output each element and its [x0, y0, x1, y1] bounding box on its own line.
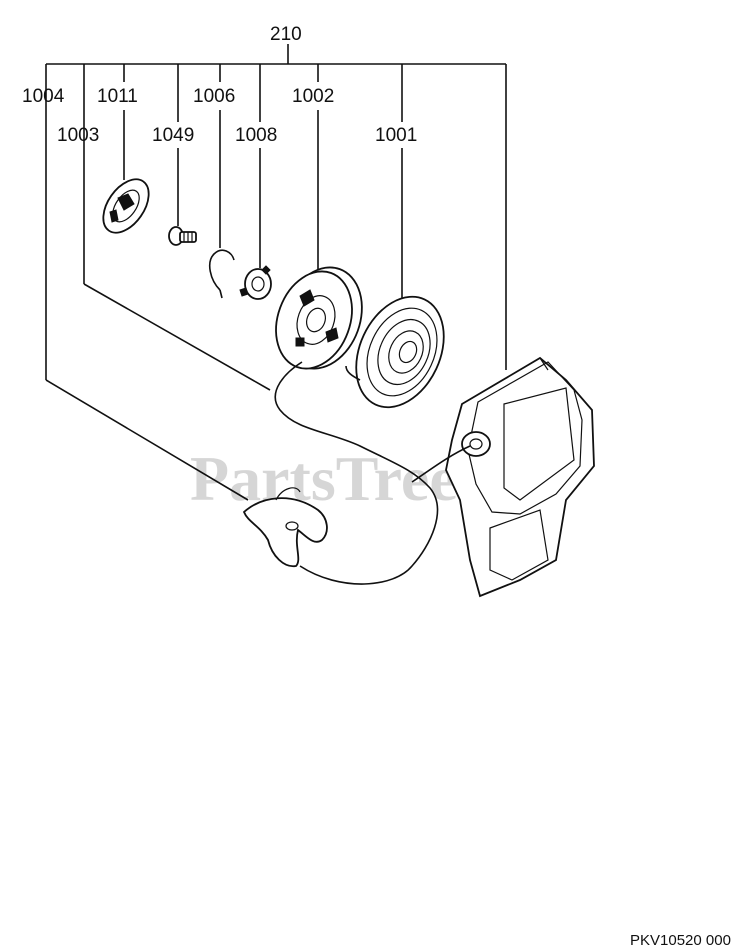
- diagram-code: PKV10520 000: [630, 932, 731, 949]
- callout-1006: 1006: [193, 86, 235, 107]
- callout-leader-lines: [45, 44, 507, 501]
- assembly-label: 210: [270, 24, 302, 45]
- part-1011-pawl-plate: [102, 178, 150, 234]
- part-1008-ratchet: [239, 265, 272, 300]
- callout-1004: 1004: [22, 86, 65, 107]
- part-starter-housing: [445, 356, 595, 598]
- callout-1001: 1001: [375, 125, 417, 146]
- part-1003-starter-rope: [274, 361, 471, 585]
- part-1002-reel: [275, 266, 363, 370]
- part-1049-bolt: [168, 226, 197, 246]
- watermark: PartsTree: [190, 443, 458, 514]
- callout-1011: 1011: [97, 86, 138, 107]
- callout-1049: 1049: [152, 125, 194, 146]
- callout-1008: 1008: [235, 125, 277, 146]
- callout-1003: 1003: [57, 125, 99, 146]
- part-1004-handle: [242, 487, 328, 568]
- part-1001-recoil-spring: [345, 295, 445, 409]
- part-1006-spring-clip: [208, 249, 235, 299]
- callout-1002: 1002: [292, 86, 334, 107]
